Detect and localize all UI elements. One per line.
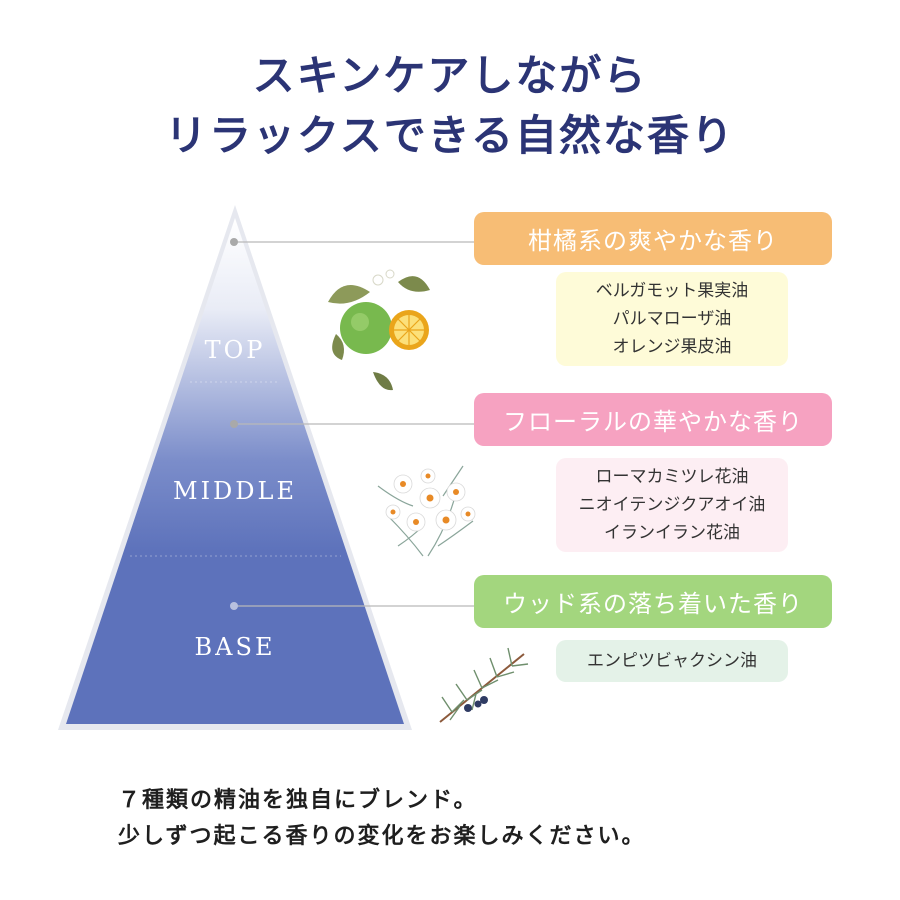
oil-item: エンピツビャクシン油 [556, 647, 788, 675]
juniper-illustration [432, 642, 532, 727]
oil-item: ベルガモット果実油 [556, 277, 788, 305]
category-citrus-label: 柑橘系の爽やかな香り [474, 212, 832, 265]
oil-item: ニオイテンジクアオイ油 [556, 491, 788, 519]
tier-label-middle: MIDDLE [120, 477, 350, 505]
category-floral-label: フローラルの華やかな香り [474, 393, 832, 446]
chamomile-illustration [368, 456, 488, 566]
category-wood-label: ウッド系の落ち着いた香り [474, 575, 832, 628]
oil-list-wood: エンピツビャクシン油 [556, 640, 788, 682]
connector-dot-base [230, 602, 238, 610]
oil-item: ローマカミツレ花油 [556, 463, 788, 491]
citrus-illustration [318, 262, 443, 397]
connector-dot-middle [230, 420, 238, 428]
footer-line-2: 少しずつ起こる香りの変化をお楽しみください。 [118, 818, 646, 850]
oil-list-floral: ローマカミツレ花油 ニオイテンジクアオイ油 イランイラン花油 [556, 458, 788, 552]
oil-item: イランイラン花油 [556, 519, 788, 547]
oil-item: パルマローザ油 [556, 305, 788, 333]
connector-dot-top [230, 238, 238, 246]
footer-line-1: ７種類の精油を独自にブレンド。 [118, 782, 478, 814]
tier-label-top: TOP [120, 336, 350, 364]
oil-list-citrus: ベルガモット果実油 パルマローザ油 オレンジ果皮油 [556, 272, 788, 366]
oil-item: オレンジ果皮油 [556, 333, 788, 361]
tier-label-base: BASE [120, 633, 350, 661]
